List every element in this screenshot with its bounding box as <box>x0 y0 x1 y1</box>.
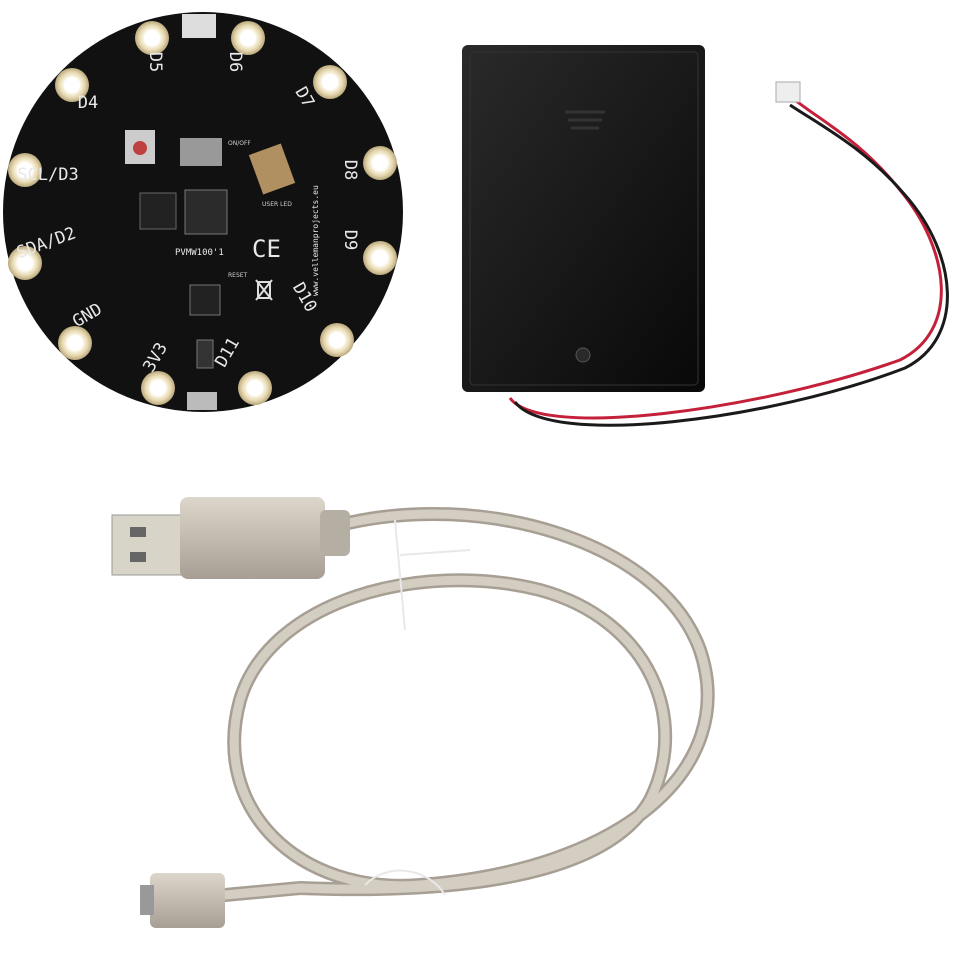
switch-label: ON/OFF <box>228 140 251 147</box>
battery-box <box>462 45 705 392</box>
battery-wires <box>508 98 949 427</box>
usb-cable <box>111 497 715 928</box>
pin-label: SCL/D3 <box>17 165 78 185</box>
microcontroller-chip <box>184 189 228 235</box>
battery-connector <box>182 14 216 38</box>
micro-usb-port <box>187 392 217 410</box>
board-model: PVMW100'1 <box>175 248 224 258</box>
micro-usb-plug <box>150 873 225 928</box>
chip <box>139 192 177 230</box>
reset-label: RESET <box>228 272 248 279</box>
led-label: USER LED <box>262 201 292 208</box>
screw-icon <box>575 347 591 363</box>
twist-tie <box>394 519 471 631</box>
board-url: www.vellemanprojects.eu <box>311 185 320 296</box>
power-switch <box>180 138 222 166</box>
usb-a-plug-metal <box>111 514 185 576</box>
usb-a-plug <box>180 497 325 579</box>
weee-icon <box>255 279 273 301</box>
pin-label: D8 <box>340 160 360 180</box>
pin-label: D9 <box>340 230 360 250</box>
circuit-board: PVMW100'1 CE ON/OFF RESET USER LED www.v… <box>3 12 403 412</box>
ce-mark: CE <box>252 235 281 263</box>
header-pins <box>248 143 296 195</box>
pin-label: D6 <box>225 52 245 72</box>
jst-connector <box>775 81 801 103</box>
pin-label: D4 <box>78 93 98 113</box>
chip <box>189 284 221 316</box>
pin-label: D5 <box>145 52 165 72</box>
